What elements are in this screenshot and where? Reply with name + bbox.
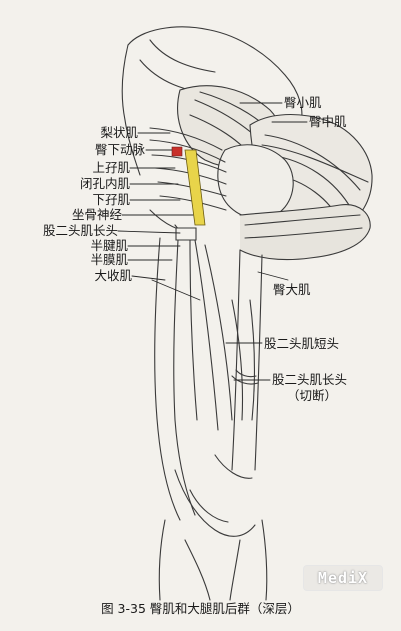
biceps-long-head-stump — [175, 227, 197, 241]
label-obturator-internus: 闭孔内肌 — [79, 176, 130, 191]
femur-shaft — [231, 249, 241, 471]
ilium-outline — [127, 26, 303, 126]
label-inferior-gemellus: 下孖肌 — [92, 192, 130, 207]
semitendinosus-shape — [173, 239, 196, 516]
biceps-short-head-shape — [231, 299, 244, 421]
semimembranosus-shape — [154, 237, 181, 521]
sciatic-nerve — [184, 149, 206, 226]
label-semitendinosus: 半腱肌 — [90, 238, 128, 253]
label-gluteus-minimus: 臀小肌 — [284, 95, 322, 110]
label-inferior-gluteal-artery: 臀下动脉 — [94, 142, 145, 157]
figure-caption: 图 3-35 臀肌和大腿肌后群（深层） — [101, 601, 300, 616]
label-piriformis: 梨状肌 — [100, 125, 138, 140]
label-superior-gemellus: 上孖肌 — [92, 160, 130, 175]
inferior-gluteal-artery — [171, 146, 183, 157]
label-cut-note: （切断） — [287, 388, 338, 403]
label-biceps-long-head-lower: 股二头肌长头 — [272, 372, 348, 387]
gluteus-maximus-shape — [239, 204, 371, 261]
adductor-magnus-shape — [194, 239, 219, 431]
label-gluteus-medius: 臀中肌 — [309, 114, 347, 129]
label-biceps-short-head: 股二头肌短头 — [264, 336, 340, 351]
label-semimembranosus: 半膜肌 — [90, 252, 128, 267]
label-biceps-long-head-upper: 股二头肌长头 — [42, 223, 118, 238]
label-adductor-magnus: 大收肌 — [94, 268, 132, 283]
label-sciatic-nerve: 坐骨神经 — [71, 207, 122, 222]
medix-watermark: MediX — [303, 565, 383, 591]
label-gluteus-maximus: 臀大肌 — [273, 282, 311, 297]
